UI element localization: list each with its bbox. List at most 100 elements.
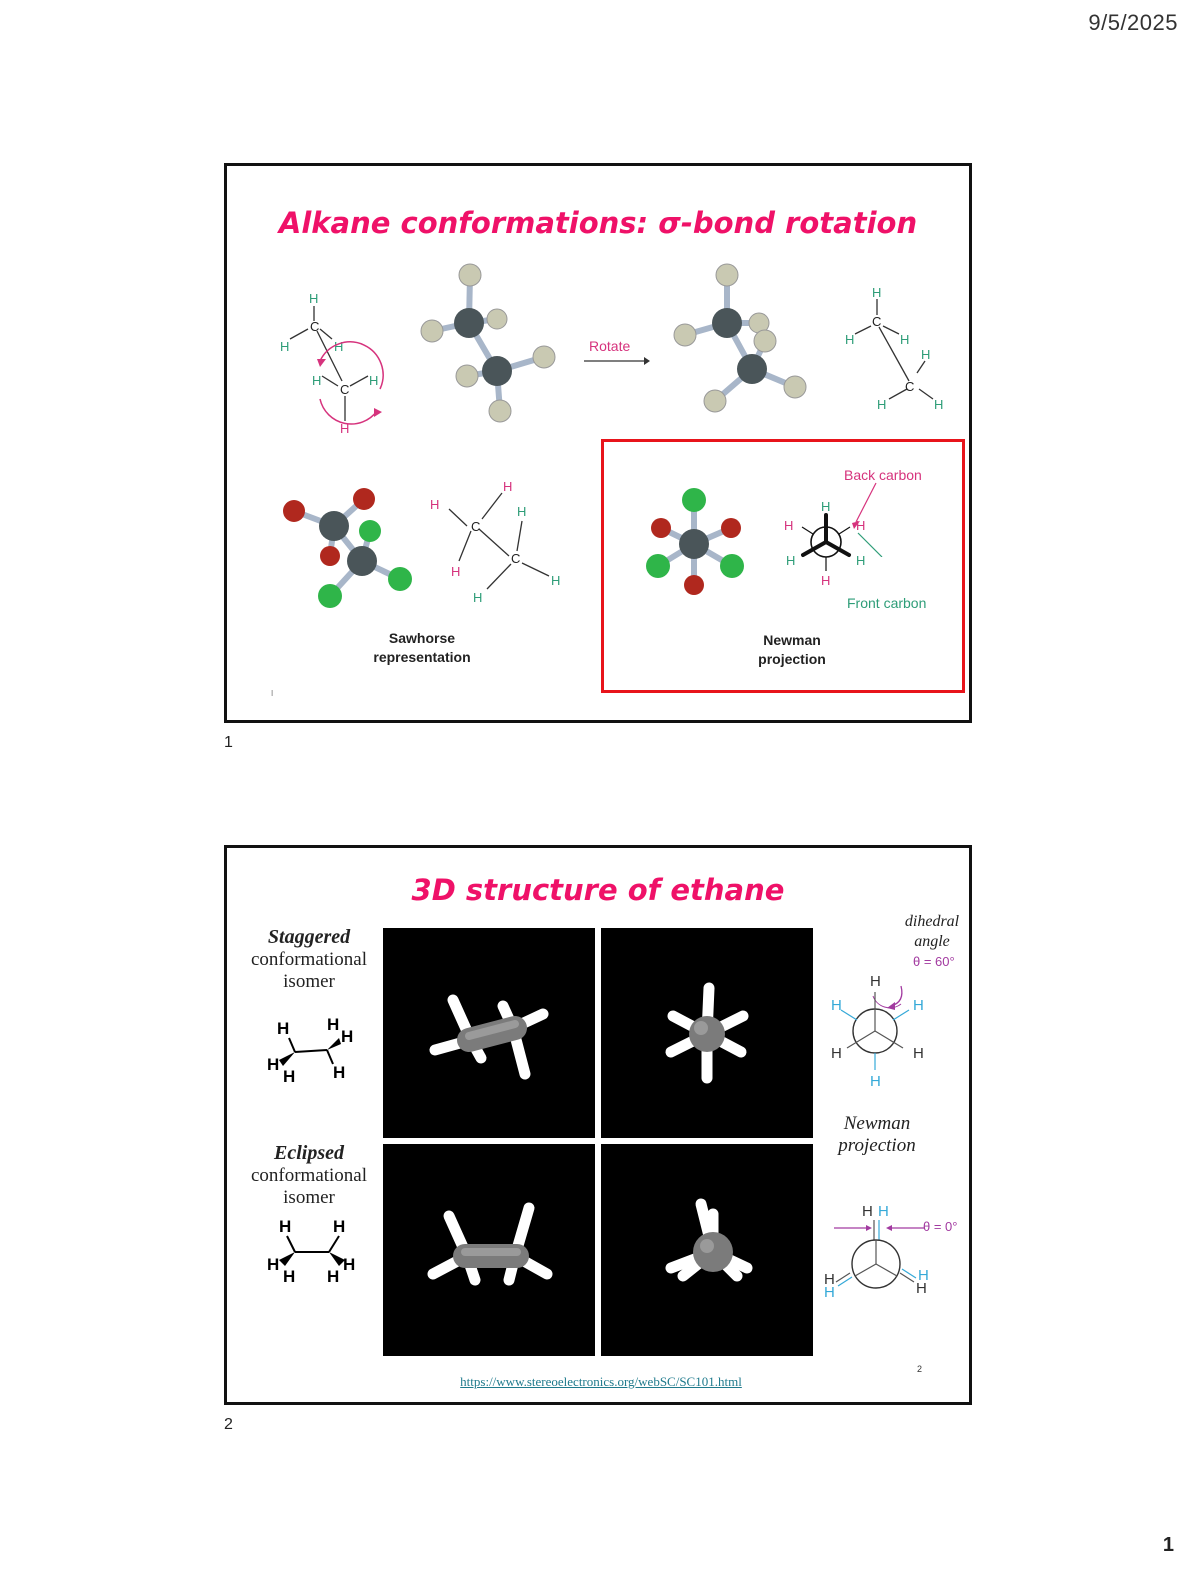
sawhorse-rotation-diagram: H H H H H C C H <box>280 291 384 436</box>
source-link-row: https://www.stereoelectronics.org/webSC/… <box>227 1373 975 1391</box>
atom-h-label: H <box>341 1027 353 1046</box>
atom-h-label: H <box>845 332 854 347</box>
atom-c-label: C <box>340 382 349 397</box>
sawhorse-structure-rotated: H H H H H H C C <box>845 285 943 411</box>
sawhorse-caption: Sawhorse representation <box>373 630 471 665</box>
atom-h-label: H <box>921 347 930 362</box>
atom-h-label: H <box>870 973 881 990</box>
atom-h-label: H <box>312 373 321 388</box>
atom-h-label: H <box>856 518 865 533</box>
newman-highlight-box: H H H H H H Back carbon Front carbon New… <box>601 439 965 693</box>
newman-ball-stick-model <box>646 488 744 595</box>
ethane-ball-stick-model-rotated <box>673 263 807 413</box>
atom-h-label: H <box>280 339 289 354</box>
atom-h-label: H <box>831 997 842 1014</box>
atom-h-label: H <box>934 397 943 411</box>
slide-2-number: 2 <box>224 1416 233 1433</box>
staggered-side-view <box>383 928 595 1138</box>
atom-h-label: H <box>343 1255 355 1274</box>
slide-2-title: 3D structure of ethane <box>411 873 785 907</box>
atom-h-label: H <box>333 1063 345 1082</box>
atom-h-label: H <box>277 1019 289 1038</box>
atom-h-label: H <box>872 285 881 300</box>
atom-h-label: H <box>862 1203 873 1220</box>
slide-1-number: 1 <box>224 734 233 751</box>
atom-h-label: H <box>430 497 439 512</box>
atom-c-label: C <box>310 319 319 334</box>
rotation-arrowhead <box>374 408 382 417</box>
staggered-newman-diagram: H H H H H H <box>831 973 924 1090</box>
slide-2-corner-number: 2 <box>917 1364 923 1374</box>
atom-h-label: H <box>831 1045 842 1062</box>
atom-h-label: H <box>784 518 793 533</box>
stereoelectronics-link[interactable]: https://www.stereoelectronics.org/webSC/… <box>460 1374 742 1389</box>
slide-1-title: Alkane conformations: σ-bond rotation <box>278 206 918 240</box>
atom-h-label: H <box>340 421 349 436</box>
annotation-arrows <box>852 482 883 557</box>
slide-1: Alkane conformations: σ-bond rotation H … <box>224 163 972 723</box>
newman-caption: Newman projection <box>758 632 826 667</box>
atom-h-label: H <box>283 1067 295 1086</box>
theta-0-label: θ = 0° <box>923 1219 958 1234</box>
atom-h-label: H <box>327 1015 339 1034</box>
staggered-label: Staggered conformational isomer <box>250 926 368 992</box>
atom-h-label: H <box>334 339 343 354</box>
newman-projection-label: Newman projection <box>838 1113 916 1156</box>
atom-h-label: H <box>824 1284 835 1301</box>
newman-projection-diagram: H H H H H H <box>784 499 865 588</box>
rotation-arrowhead <box>317 359 326 367</box>
ethane-3d-render <box>665 1198 753 1282</box>
atom-h-label: H <box>473 590 482 605</box>
eclipsed-side-view <box>383 1144 595 1356</box>
atom-c-label: C <box>872 314 881 329</box>
atom-h-label: H <box>551 573 560 588</box>
eclipsed-label: Eclipsed conformational isomer <box>250 1142 368 1208</box>
atom-h-label: H <box>913 1045 924 1062</box>
staggered-end-view <box>601 928 813 1138</box>
slide-2: 3D structure of ethane Staggered conform… <box>224 845 972 1405</box>
eclipsed-newman-diagram: H H H H H H <box>824 1203 929 1301</box>
atom-h-label: H <box>786 553 795 568</box>
atom-c-label: C <box>905 379 914 394</box>
atom-c-label: C <box>471 519 480 534</box>
atom-h-label: H <box>369 373 378 388</box>
dihedral-angle-label: dihedral angle <box>904 913 960 950</box>
atom-h-label: H <box>856 553 865 568</box>
page-number: 1 <box>1162 1534 1174 1556</box>
atom-h-label: H <box>878 1203 889 1220</box>
ethane-3d-render <box>427 1202 553 1286</box>
atom-h-label: H <box>279 1217 291 1236</box>
ethane-3d-render <box>429 994 549 1080</box>
atom-h-label: H <box>503 479 512 494</box>
staggered-wedge-structure: H H H H H H <box>267 1015 353 1086</box>
atom-h-label: H <box>327 1267 339 1286</box>
atom-h-label: H <box>918 1267 929 1284</box>
substituted-ethane-ball-stick-model <box>283 488 412 608</box>
theta-60-label: θ = 60° <box>913 954 955 969</box>
atom-h-label: H <box>913 997 924 1014</box>
atom-h-label: H <box>900 332 909 347</box>
atom-h-label: H <box>517 504 526 519</box>
atom-h-label: H <box>267 1055 279 1074</box>
atom-h-label: H <box>451 564 460 579</box>
back-carbon-label: Back carbon <box>844 467 922 483</box>
page-date: 9/5/2025 <box>1088 10 1178 35</box>
atom-h-label: H <box>870 1073 881 1090</box>
atom-h-label: H <box>877 397 886 411</box>
eclipsed-wedge-structure: H H H H H H <box>267 1217 355 1286</box>
ethane-3d-render <box>665 982 749 1084</box>
atom-h-label: H <box>916 1280 927 1297</box>
rotate-arrow-icon <box>584 357 650 365</box>
sawhorse-structure: H H H H H H C C <box>430 479 560 605</box>
atom-h-label: H <box>283 1267 295 1286</box>
atom-h-label: H <box>824 1271 835 1288</box>
eclipsed-end-view <box>601 1144 813 1356</box>
rotate-label: Rotate <box>589 338 631 354</box>
front-carbon-label: Front carbon <box>847 595 927 611</box>
atom-h-label: H <box>267 1255 279 1274</box>
atom-h-label: H <box>821 573 830 588</box>
ethane-ball-stick-model <box>420 263 556 423</box>
atom-h-label: H <box>309 291 318 306</box>
stray-mark: I <box>271 689 274 698</box>
atom-h-label: H <box>821 499 830 514</box>
